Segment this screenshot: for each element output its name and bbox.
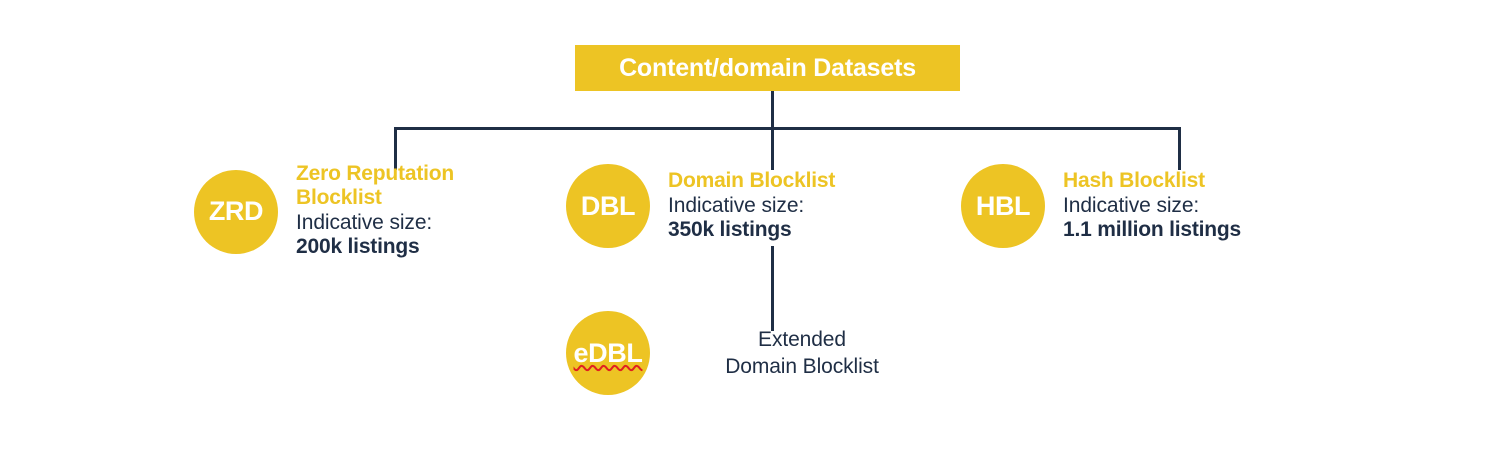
node-zrd-size-value: 200k listings: [296, 235, 420, 259]
connector-drop-zrd: [394, 127, 397, 170]
node-hbl-title: Hash Blocklist: [1063, 169, 1205, 193]
node-dbl: DBL Domain Blocklist Indicative size: 35…: [566, 164, 928, 248]
node-hbl-size-value: 1.1 million listings: [1063, 218, 1242, 242]
node-zrd-title: Zero Reputation Blocklist: [296, 162, 454, 210]
node-dbl-badge: DBL: [566, 164, 650, 248]
connector-drop-hbl: [1178, 127, 1181, 170]
node-zrd: ZRD Zero Reputation Blocklist Indicative…: [194, 162, 506, 259]
node-edbl: eDBL Extended Domain Blocklist: [566, 311, 932, 395]
node-edbl-badge: eDBL: [566, 311, 650, 395]
node-edbl-label-line2: Domain Blocklist: [725, 355, 879, 378]
node-dbl-size-label: Indicative size:: [668, 193, 805, 217]
node-hbl-text: Hash Blocklist Indicative size: 1.1 mill…: [1063, 169, 1363, 242]
node-dbl-abbr: DBL: [580, 190, 636, 221]
connector-horizontal-bus: [394, 127, 1181, 130]
node-edbl-label-line1: Extended: [758, 327, 846, 351]
node-hbl-badge: HBL: [961, 164, 1045, 248]
page-title: Content/domain Datasets: [619, 53, 916, 82]
node-hbl-size-label: Indicative size:: [1063, 193, 1200, 217]
connector-drop-edbl: [771, 246, 774, 331]
node-zrd-badge: ZRD: [194, 169, 278, 254]
node-hbl-abbr: HBL: [975, 190, 1031, 221]
node-dbl-text: Domain Blocklist Indicative size: 350k l…: [668, 169, 928, 242]
connector-trunk-vertical: [771, 91, 774, 129]
node-dbl-size-value: 350k listings: [668, 218, 792, 242]
node-zrd-text: Zero Reputation Blocklist Indicative siz…: [296, 162, 506, 259]
node-hbl: HBL Hash Blocklist Indicative size: 1.1 …: [961, 164, 1363, 248]
node-edbl-text: Extended Domain Blocklist: [672, 326, 932, 381]
node-zrd-abbr: ZRD: [208, 196, 264, 227]
header-banner: Content/domain Datasets: [575, 45, 960, 91]
node-dbl-title: Domain Blocklist: [668, 169, 836, 193]
node-zrd-size-label: Indicative size:: [296, 210, 433, 234]
node-edbl-abbr: eDBL: [573, 337, 643, 368]
connector-drop-dbl: [771, 127, 774, 170]
